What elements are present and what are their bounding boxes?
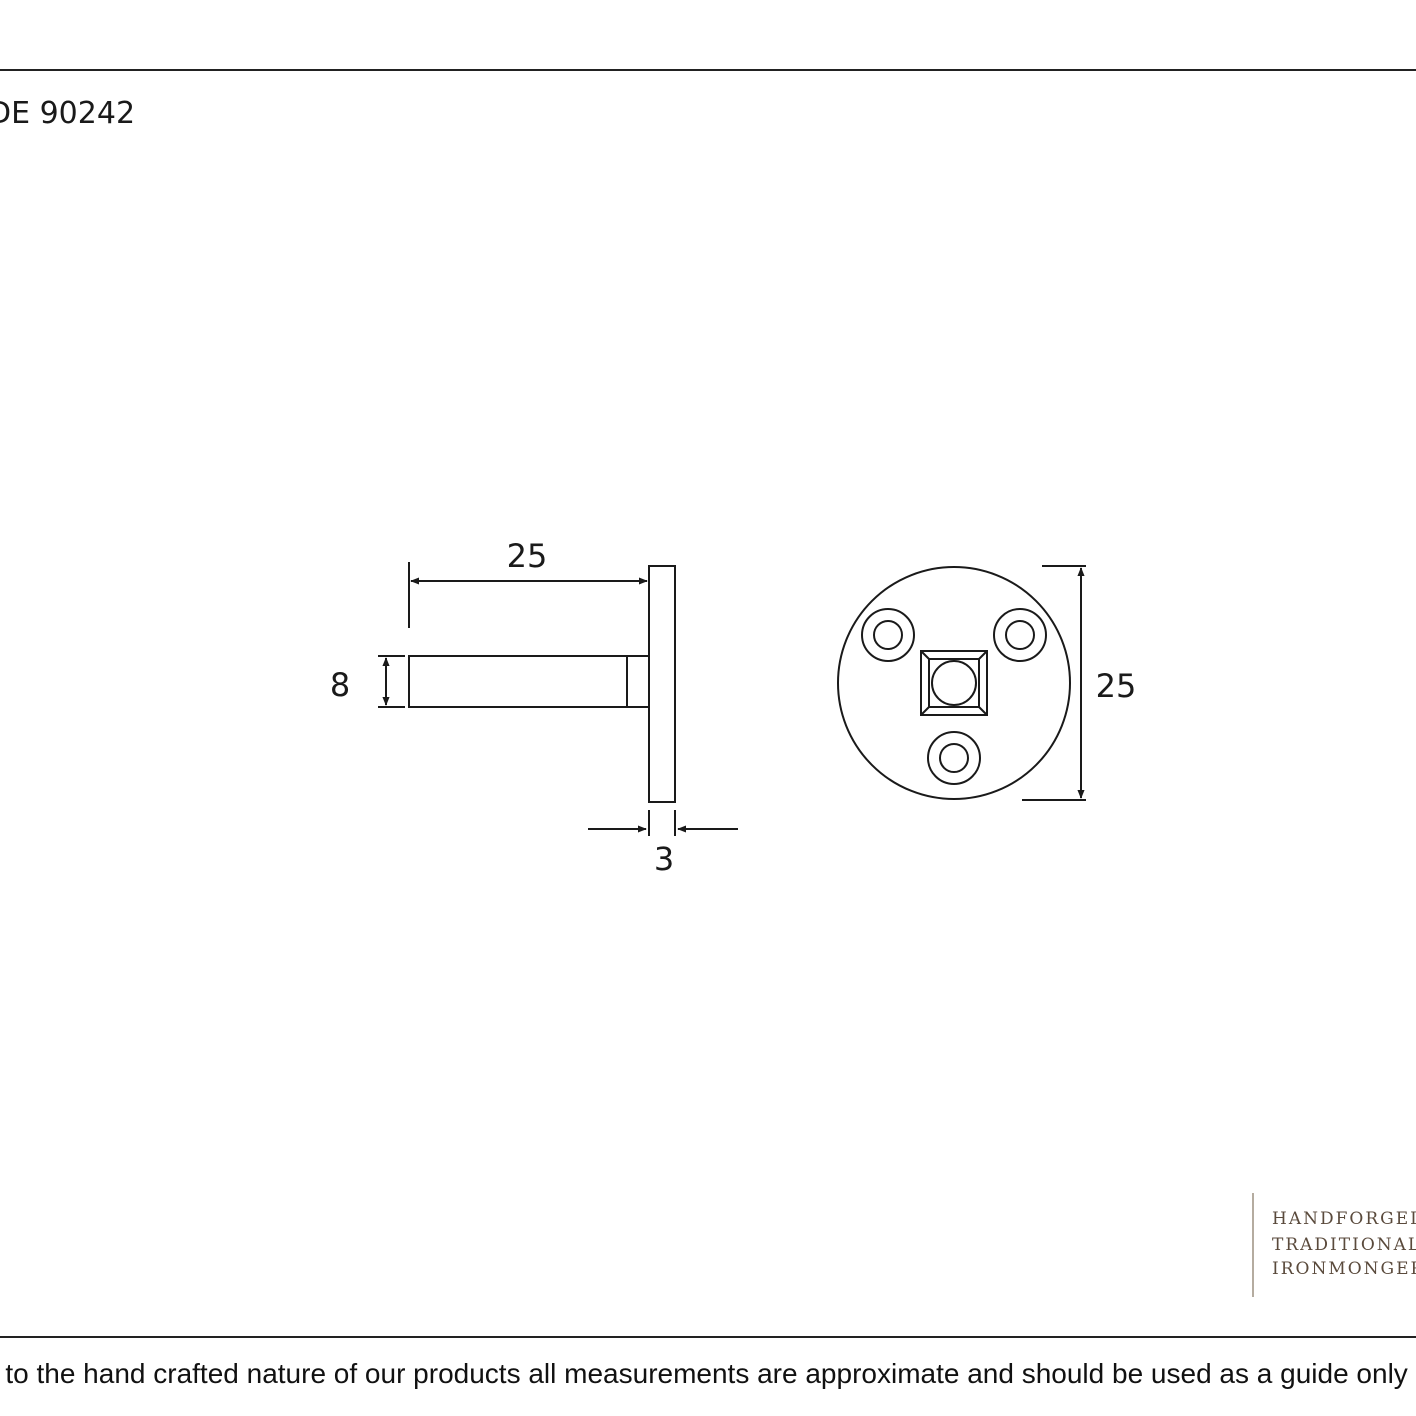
brand-line-3: IRONMONGERY	[1272, 1259, 1416, 1279]
plate-outline	[837, 566, 1071, 800]
plate-thickness-dimension	[588, 810, 738, 836]
pin-shaft	[408, 655, 650, 708]
boss-bevel-tr	[978, 650, 988, 660]
front-view	[837, 566, 1071, 800]
side-view	[408, 565, 676, 803]
plate-diameter-dimension	[1022, 565, 1086, 801]
screw-hole-bottom-inner	[939, 743, 969, 773]
bottom-border-rule	[0, 1336, 1416, 1338]
pin-length-label: 25	[507, 537, 548, 575]
brand-line-1: HANDFORGED	[1272, 1209, 1416, 1229]
pin-end-circle	[931, 660, 977, 706]
screw-hole-top-left-inner	[873, 620, 903, 650]
screw-hole-top-right-outer	[993, 608, 1047, 662]
square-boss-inner	[928, 658, 980, 708]
boss-bevel-bl	[920, 706, 930, 716]
screw-hole-bottom-outer	[927, 731, 981, 785]
plate-thickness-label: 3	[654, 840, 674, 878]
plate-diameter-label: 25	[1096, 667, 1137, 705]
boss-bevel-tl	[920, 650, 930, 660]
pin-diameter-label: 8	[330, 666, 350, 704]
square-boss-outer	[920, 650, 988, 716]
screw-hole-top-left-outer	[861, 608, 915, 662]
top-border-rule	[0, 69, 1416, 71]
measurement-disclaimer: e to the hand crafted nature of our prod…	[0, 1358, 1408, 1389]
pin-diameter-dimension	[378, 655, 405, 708]
plate-edge	[648, 565, 676, 803]
screw-hole-top-right-inner	[1005, 620, 1035, 650]
pin-length-dimension	[408, 562, 648, 628]
boss-bevel-br	[978, 706, 988, 716]
brand-line-2: TRADITIONAL	[1272, 1235, 1416, 1255]
product-code: DE 90242	[0, 96, 136, 131]
brand-logo: HANDFORGED TRADITIONAL IRONMONGERY	[1252, 1193, 1416, 1297]
